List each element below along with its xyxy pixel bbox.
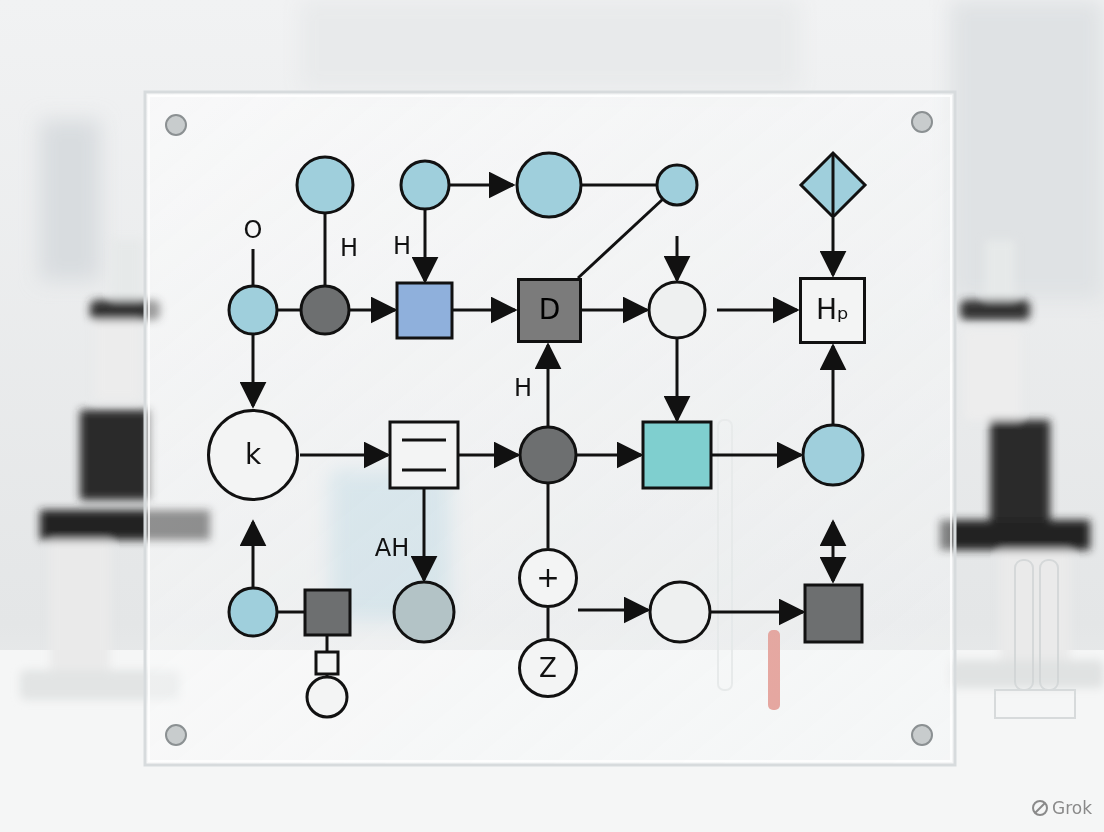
lined-box (390, 422, 458, 488)
microscope-right (940, 240, 1104, 688)
blue-circle (229, 286, 277, 334)
blue-circle (657, 165, 697, 205)
watermark-logo (1033, 801, 1047, 815)
atom-label: H (393, 233, 411, 259)
node-text: D (539, 295, 561, 326)
dark-square (305, 590, 350, 635)
state-circle: Z (518, 638, 578, 698)
blue-circle (297, 157, 353, 213)
blue-square (397, 283, 452, 338)
node-text: Hₚ (816, 295, 849, 326)
node-shape (209, 411, 298, 500)
white-circle (649, 282, 705, 338)
process-square: Hₚ (799, 277, 866, 344)
connector-line (547, 608, 550, 638)
atom-label: AH (375, 535, 409, 561)
node-text: + (536, 563, 559, 594)
watermark: Grok (1052, 799, 1092, 818)
white-circle (307, 677, 347, 717)
small-box (316, 652, 338, 674)
dark-circle (520, 427, 576, 483)
node-shape (520, 550, 577, 607)
dark-square (805, 585, 862, 642)
blue-diamond (801, 153, 865, 217)
blue-circle (229, 588, 277, 636)
blue-circle (803, 425, 863, 485)
operator-circle: + (518, 548, 578, 608)
node-shape (519, 280, 581, 342)
atom-label: H (340, 235, 358, 261)
acrylic-panel (145, 92, 955, 765)
node-text: Z (539, 654, 557, 683)
blue-circle (401, 161, 449, 209)
teal-square (643, 422, 711, 488)
white-circle (650, 582, 710, 642)
state-circle: k (207, 409, 299, 501)
grey-circle (394, 582, 454, 642)
node-text: k (245, 440, 261, 471)
atom-label: O (244, 217, 263, 243)
node-shape (520, 640, 577, 697)
atom-label: H (514, 375, 532, 401)
node-shape (801, 279, 865, 343)
dark-circle (301, 286, 349, 334)
blue-circle (517, 153, 581, 217)
process-square: D (517, 278, 582, 343)
